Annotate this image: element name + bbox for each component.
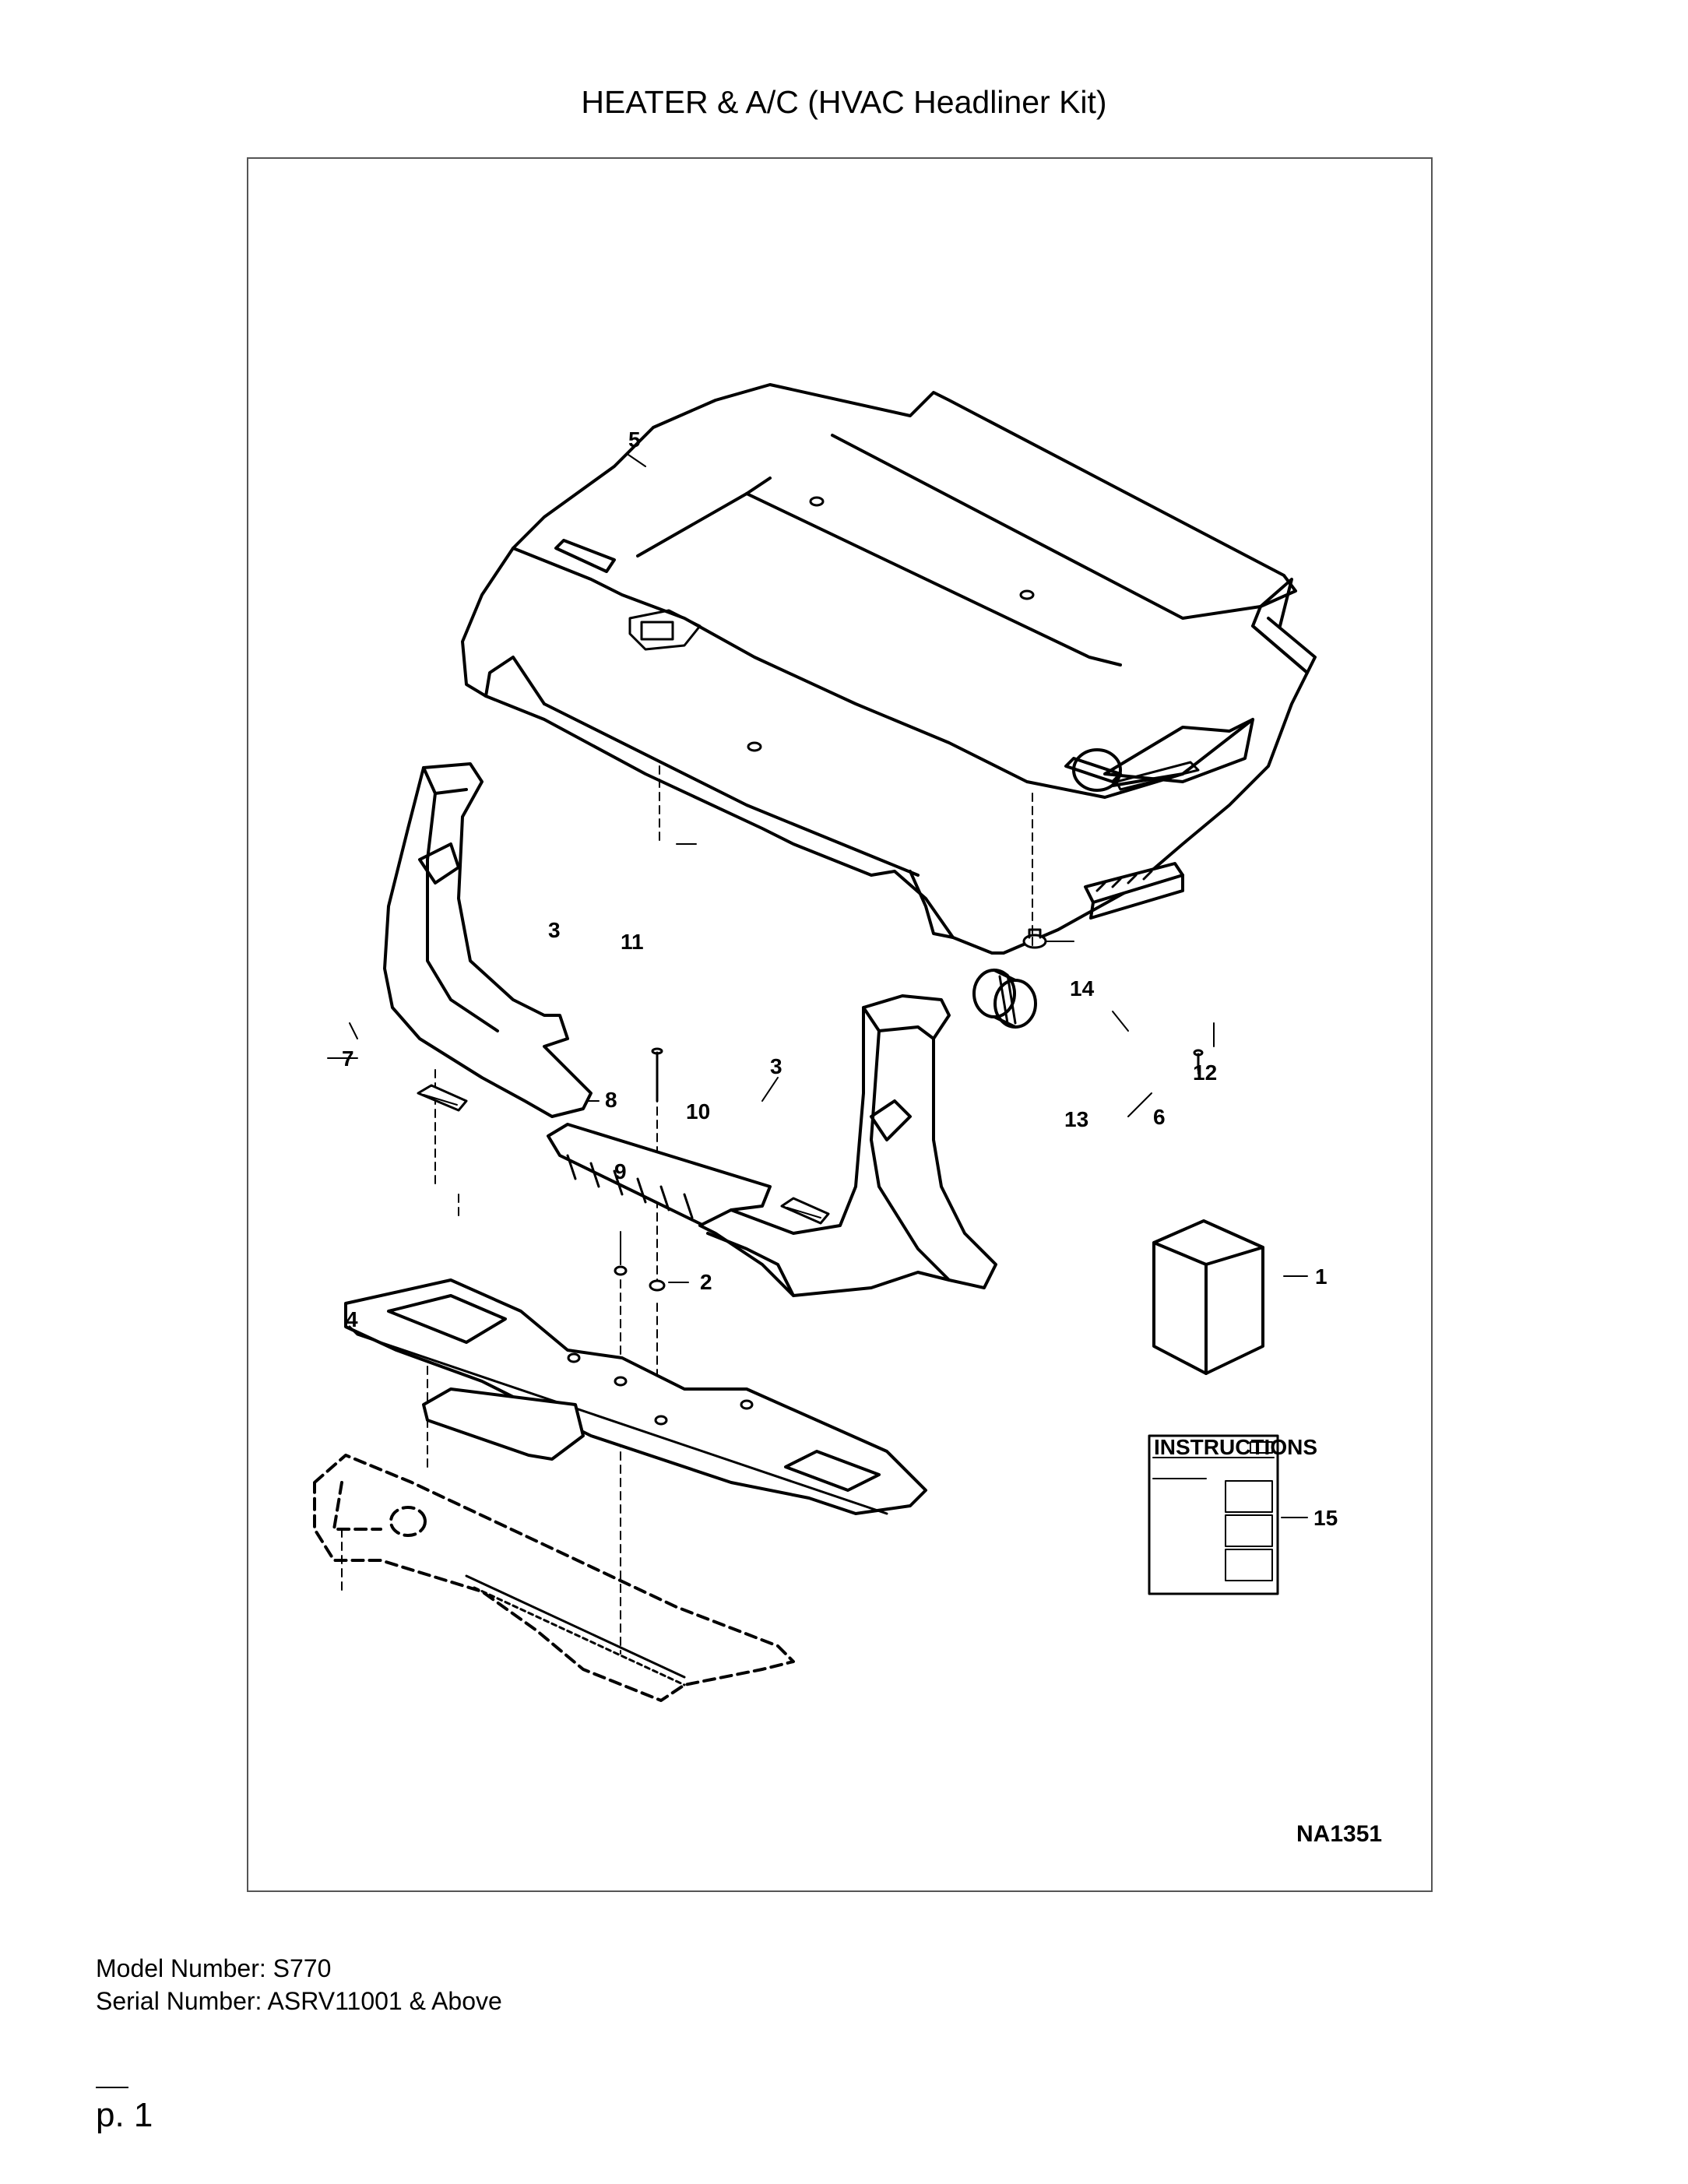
vent-part-3-left — [417, 1084, 468, 1112]
callout-labels: 1 2 3 3 4 5 6 7 8 9 10 11 12 13 14 15 — [342, 427, 1338, 1530]
callout-12: 12 — [1193, 1060, 1217, 1085]
page-number: p. 1 — [96, 2096, 153, 2134]
leader-5 — [628, 454, 646, 467]
nut-part-9 — [614, 1265, 628, 1276]
left-duct-part-7 — [383, 762, 593, 1118]
headliner-part-5 — [461, 383, 1317, 955]
gasket — [422, 1387, 585, 1461]
callout-1: 1 — [1315, 1264, 1328, 1289]
fan-part-13 — [972, 969, 1037, 1029]
page-rule — [96, 2087, 128, 2088]
instructions-part-15 — [1148, 1434, 1279, 1595]
callout-7: 7 — [342, 1046, 354, 1071]
cab-frame-reference — [313, 1454, 795, 1702]
callout-6: 6 — [1153, 1105, 1166, 1129]
grommet-part-11 — [1022, 928, 1047, 949]
callout-9: 9 — [614, 1159, 627, 1183]
callout-10: 10 — [686, 1099, 710, 1124]
model-number: Model Number: S770 — [96, 1954, 332, 1982]
callout-3-right: 3 — [770, 1054, 782, 1078]
screw-part-14 — [1032, 937, 1204, 1071]
vent-part-3-right — [780, 1197, 830, 1225]
screw-part-10 — [651, 1047, 663, 1103]
callout-3-left: 3 — [548, 918, 561, 942]
diagram-frame: INSTRUCTIONS 1 2 3 3 4 5 6 7 8 9 10 11 1… — [247, 157, 1433, 1892]
box-part-1 — [1152, 1219, 1264, 1375]
bracket-part-12 — [1084, 862, 1184, 920]
page-title: HEATER & A/C (HVAC Headliner Kit) — [581, 84, 1107, 120]
callout-5: 5 — [628, 427, 641, 452]
callout-4: 4 — [346, 1307, 358, 1331]
callout-8: 8 — [605, 1088, 617, 1112]
callout-14: 14 — [1070, 976, 1095, 1001]
callout-2: 2 — [700, 1270, 712, 1294]
floor-panel-part-4 — [344, 1278, 927, 1515]
drawing-code: NA1351 — [1296, 1821, 1383, 1847]
serial-number: Serial Number: ASRV11001 & Above — [96, 1987, 502, 2015]
callout-11: 11 — [621, 930, 644, 954]
plug-part-2 — [649, 1279, 666, 1292]
instructions-label: INSTRUCTIONS — [1154, 1435, 1317, 1459]
right-duct-part-6 — [698, 994, 997, 1297]
exploded-parts-diagram: INSTRUCTIONS 1 2 3 3 4 5 6 7 8 9 10 11 1… — [313, 383, 1338, 1702]
callout-13: 13 — [1064, 1107, 1088, 1131]
callout-15: 15 — [1313, 1506, 1338, 1530]
